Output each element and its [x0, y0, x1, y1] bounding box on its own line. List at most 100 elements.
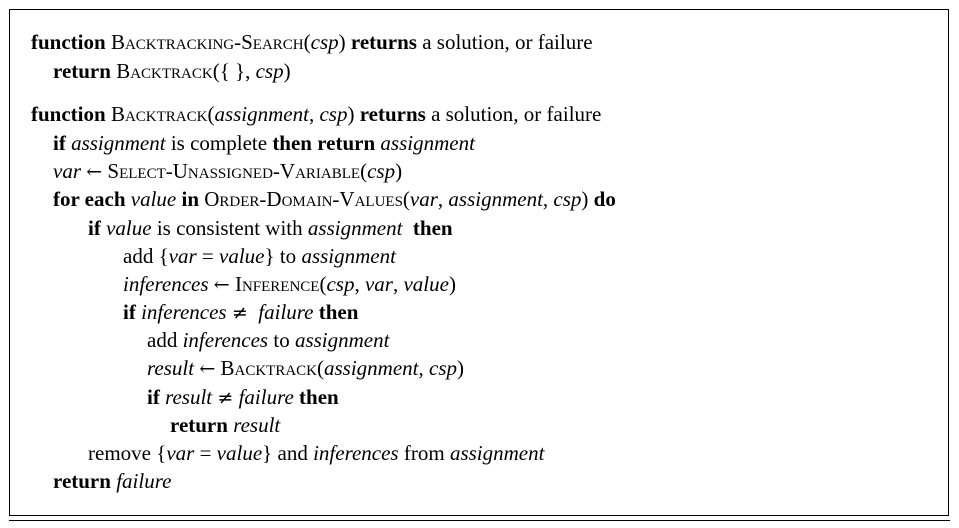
- return-description: a solution, or failure: [431, 102, 602, 126]
- text-add: add: [147, 328, 178, 352]
- assign-arrow: ←: [86, 161, 103, 183]
- var-var: var: [53, 159, 81, 183]
- arg-assignment: assignment: [324, 356, 419, 380]
- code-line-2: var ← Select-Unassigned-Variable(csp): [53, 157, 402, 185]
- backtracking-search-header: function Backtracking-Search(csp) return…: [31, 28, 593, 56]
- paren-open: (: [360, 159, 368, 183]
- param-csp: csp: [319, 102, 348, 126]
- keyword-then: then: [299, 385, 339, 409]
- keyword-return: return: [53, 469, 111, 493]
- function-name: Backtrack: [110, 102, 208, 126]
- arg-sep: ,: [437, 187, 449, 211]
- paren-close: ): [338, 30, 346, 54]
- brace-open: {: [158, 244, 169, 268]
- paren-open: (: [402, 187, 410, 211]
- var-inferences: inferences: [182, 328, 269, 352]
- function-call-name: Order-Domain-Values: [204, 187, 403, 211]
- var-inferences: inferences: [123, 272, 209, 296]
- equals: =: [201, 244, 214, 268]
- arg-csp: csp: [326, 272, 355, 296]
- var-assignment: assignment: [301, 244, 396, 268]
- arg-csp: csp: [553, 187, 582, 211]
- arg-sep: ,: [418, 356, 429, 380]
- call-args-prefix: ({ },: [212, 59, 256, 83]
- arg-var: var: [364, 272, 393, 296]
- keyword-if: if: [147, 385, 160, 409]
- code-line-10: if result ≠ failure then: [147, 383, 339, 411]
- var-assignment: assignment: [380, 131, 475, 155]
- code-line-12: remove {var = value} and inferences from…: [88, 439, 544, 467]
- keyword-for-each: for each: [53, 187, 126, 211]
- code-line-5: add {var = value} to assignment: [123, 242, 396, 270]
- paren-open: (: [207, 102, 215, 126]
- not-equal-sign: ≠: [217, 387, 234, 409]
- text-remove: remove: [88, 441, 151, 465]
- paren-open: (: [319, 272, 327, 296]
- var-value: value: [106, 216, 152, 240]
- code-line-4: if value is consistent with assignment t…: [88, 214, 453, 242]
- assign-arrow: ←: [213, 274, 230, 296]
- paren-close: ): [581, 187, 589, 211]
- arg-csp: csp: [429, 356, 457, 380]
- backtrack-header: function Backtrack(assignment, csp) retu…: [31, 100, 601, 128]
- text-and: and: [277, 441, 308, 465]
- code-line-9: result ← Backtrack(assignment, csp): [147, 354, 464, 382]
- keyword-in: in: [181, 187, 200, 211]
- keyword-function: function: [31, 102, 106, 126]
- keyword-function: function: [31, 30, 106, 54]
- var-result: result: [165, 385, 213, 409]
- keyword-return: return: [53, 59, 111, 83]
- keyword-if: if: [53, 131, 66, 155]
- text: is consistent with: [156, 216, 303, 240]
- param-assignment: assignment: [214, 102, 309, 126]
- paren-close: ): [448, 272, 456, 296]
- paren-close: ): [457, 356, 464, 380]
- keyword-then-return: then return: [272, 131, 376, 155]
- var-result: result: [147, 356, 195, 380]
- arg-value: value: [403, 272, 449, 296]
- paren-open: (: [303, 30, 311, 54]
- return-description: a solution, or failure: [422, 30, 593, 54]
- var-var: var: [166, 441, 195, 465]
- arg-csp: csp: [367, 159, 396, 183]
- text-add: add: [123, 244, 154, 268]
- algorithm-box: function Backtracking-Search(csp) return…: [8, 9, 950, 521]
- text: is complete: [170, 131, 268, 155]
- var-value: value: [130, 187, 177, 211]
- paren-close: ): [347, 102, 355, 126]
- function-name: Backtracking-Search: [110, 30, 304, 54]
- var-assignment: assignment: [71, 131, 166, 155]
- arg-assignment: assignment: [448, 187, 543, 211]
- text-to: to: [279, 244, 297, 268]
- keyword-if: if: [123, 300, 136, 324]
- brace-close: }: [264, 244, 275, 268]
- param-sep: ,: [308, 102, 320, 126]
- function-call-name: Backtrack: [220, 356, 317, 380]
- brace-close: }: [262, 441, 273, 465]
- arg-csp: csp: [255, 59, 284, 83]
- text-from: from: [403, 441, 445, 465]
- code-line-11: return result: [170, 411, 280, 439]
- keyword-then: then: [318, 300, 359, 324]
- value-failure: failure: [258, 300, 314, 324]
- code-line-8: add inferences to assignment: [147, 326, 389, 354]
- code-line-1: if assignment is complete then return as…: [53, 129, 475, 157]
- code-line-3: for each value in Order-Domain-Values(va…: [53, 185, 616, 213]
- var-assignment: assignment: [449, 441, 545, 465]
- param-csp: csp: [310, 30, 339, 54]
- var-result: result: [233, 413, 281, 437]
- assign-arrow: ←: [199, 358, 216, 380]
- code-line-13: return failure: [53, 467, 171, 495]
- code-line-7: if inferences ≠ failure then: [123, 298, 358, 326]
- value-failure: failure: [238, 385, 294, 409]
- var-var: var: [168, 244, 197, 268]
- arg-sep: ,: [542, 187, 554, 211]
- var-assignment: assignment: [307, 216, 403, 240]
- not-equal-sign: ≠: [231, 302, 248, 324]
- code-line-6: inferences ← Inference(csp, var, value): [123, 270, 456, 298]
- backtracking-search-body: return Backtrack({ }, csp): [53, 57, 291, 85]
- keyword-returns: returns: [350, 30, 417, 54]
- paren-close: ): [395, 159, 403, 183]
- var-value: value: [219, 244, 265, 268]
- function-call-name: Inference: [234, 272, 320, 296]
